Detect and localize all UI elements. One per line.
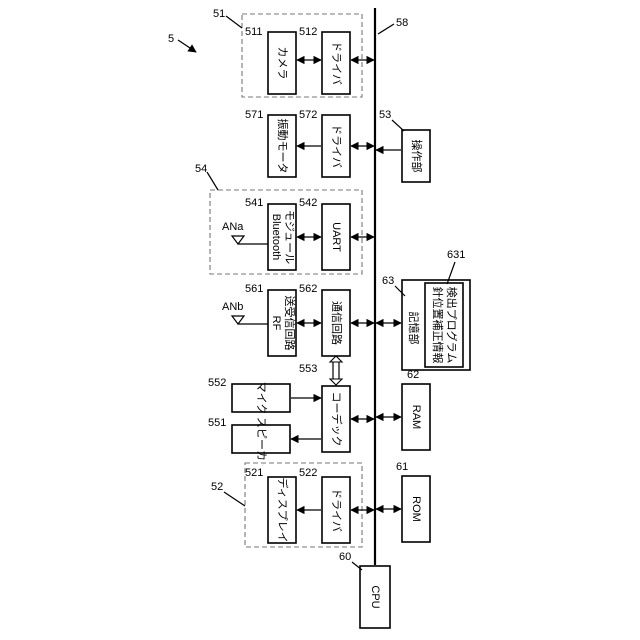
display-ref: 521 [245,467,263,479]
rf-circuit-label-2: 送受信回路 [283,296,297,351]
display-label: ディスプレイ [276,477,290,542]
antenna-b-label: ANb [222,301,243,313]
comm-codec-arrow-down [330,379,342,385]
bluetooth-group-leader [207,172,218,190]
storage-ref: 63 [382,275,394,287]
display-group-leader [224,492,245,506]
camera-driver-label: ドライバ [330,41,343,85]
camera-group-leader [226,16,242,28]
mic-label: マイク [255,382,268,415]
vibration-motor-label: 振動モータ [276,119,290,174]
comm-circuit-ref: 562 [299,283,317,295]
ram-ref: 62 [407,369,419,381]
antenna-b-icon [232,316,244,324]
operation-label: 操作部 [410,140,424,173]
storage-label: 記憶部 [407,312,421,345]
antenna-a-icon [232,236,244,244]
operation-leader [392,120,404,131]
vibration-motor-ref: 571 [245,109,263,121]
cpu-ref: 60 [339,551,351,563]
program-label-1: 針位置補正情報 [431,287,445,364]
codec-ref: 553 [299,363,317,375]
comm-circuit-label: 通信回路 [330,301,343,345]
camera-driver-ref: 512 [299,26,317,38]
mic-ref: 552 [208,377,226,389]
bus-ref: 58 [396,17,408,29]
vibration-driver-label: ドライバ [330,124,343,168]
codec-label: コーデック [330,392,344,447]
uart-ref: 542 [299,197,317,209]
bluetooth-group-ref: 54 [195,163,207,175]
rf-circuit-ref: 561 [245,283,263,295]
speaker-ref: 551 [208,417,226,429]
ram-label: RAM [410,405,422,429]
camera-group-ref: 51 [213,8,225,20]
rom-label: ROM [410,496,422,522]
program-label-2: 検出プログラム [445,287,459,364]
program-ref: 631 [447,249,465,261]
rf-circuit-label-1: RF [270,316,282,331]
comm-codec-arrow-up [330,356,342,362]
display-driver-ref: 522 [299,467,317,479]
operation-ref: 53 [379,109,391,121]
camera-label: カメラ [276,47,289,80]
vibration-driver-ref: 572 [299,109,317,121]
bluetooth-module-label-1: Bluetooth [270,214,282,260]
cpu-label: CPU [369,585,381,608]
speaker-label: スピーカ [255,417,268,461]
uart-label: UART [330,222,342,252]
display-group-ref: 52 [211,481,223,493]
bluetooth-module-ref: 541 [245,197,263,209]
bus-leader [378,24,394,34]
rom-ref: 61 [396,461,408,473]
display-driver-label: ドライバ [330,488,343,532]
figure-ref-arrow [178,40,196,52]
bluetooth-module-label-2: モジュール [283,210,295,264]
camera-ref: 511 [245,26,263,38]
antenna-a-label: ANa [222,221,244,233]
figure-ref: 5 [168,33,174,45]
